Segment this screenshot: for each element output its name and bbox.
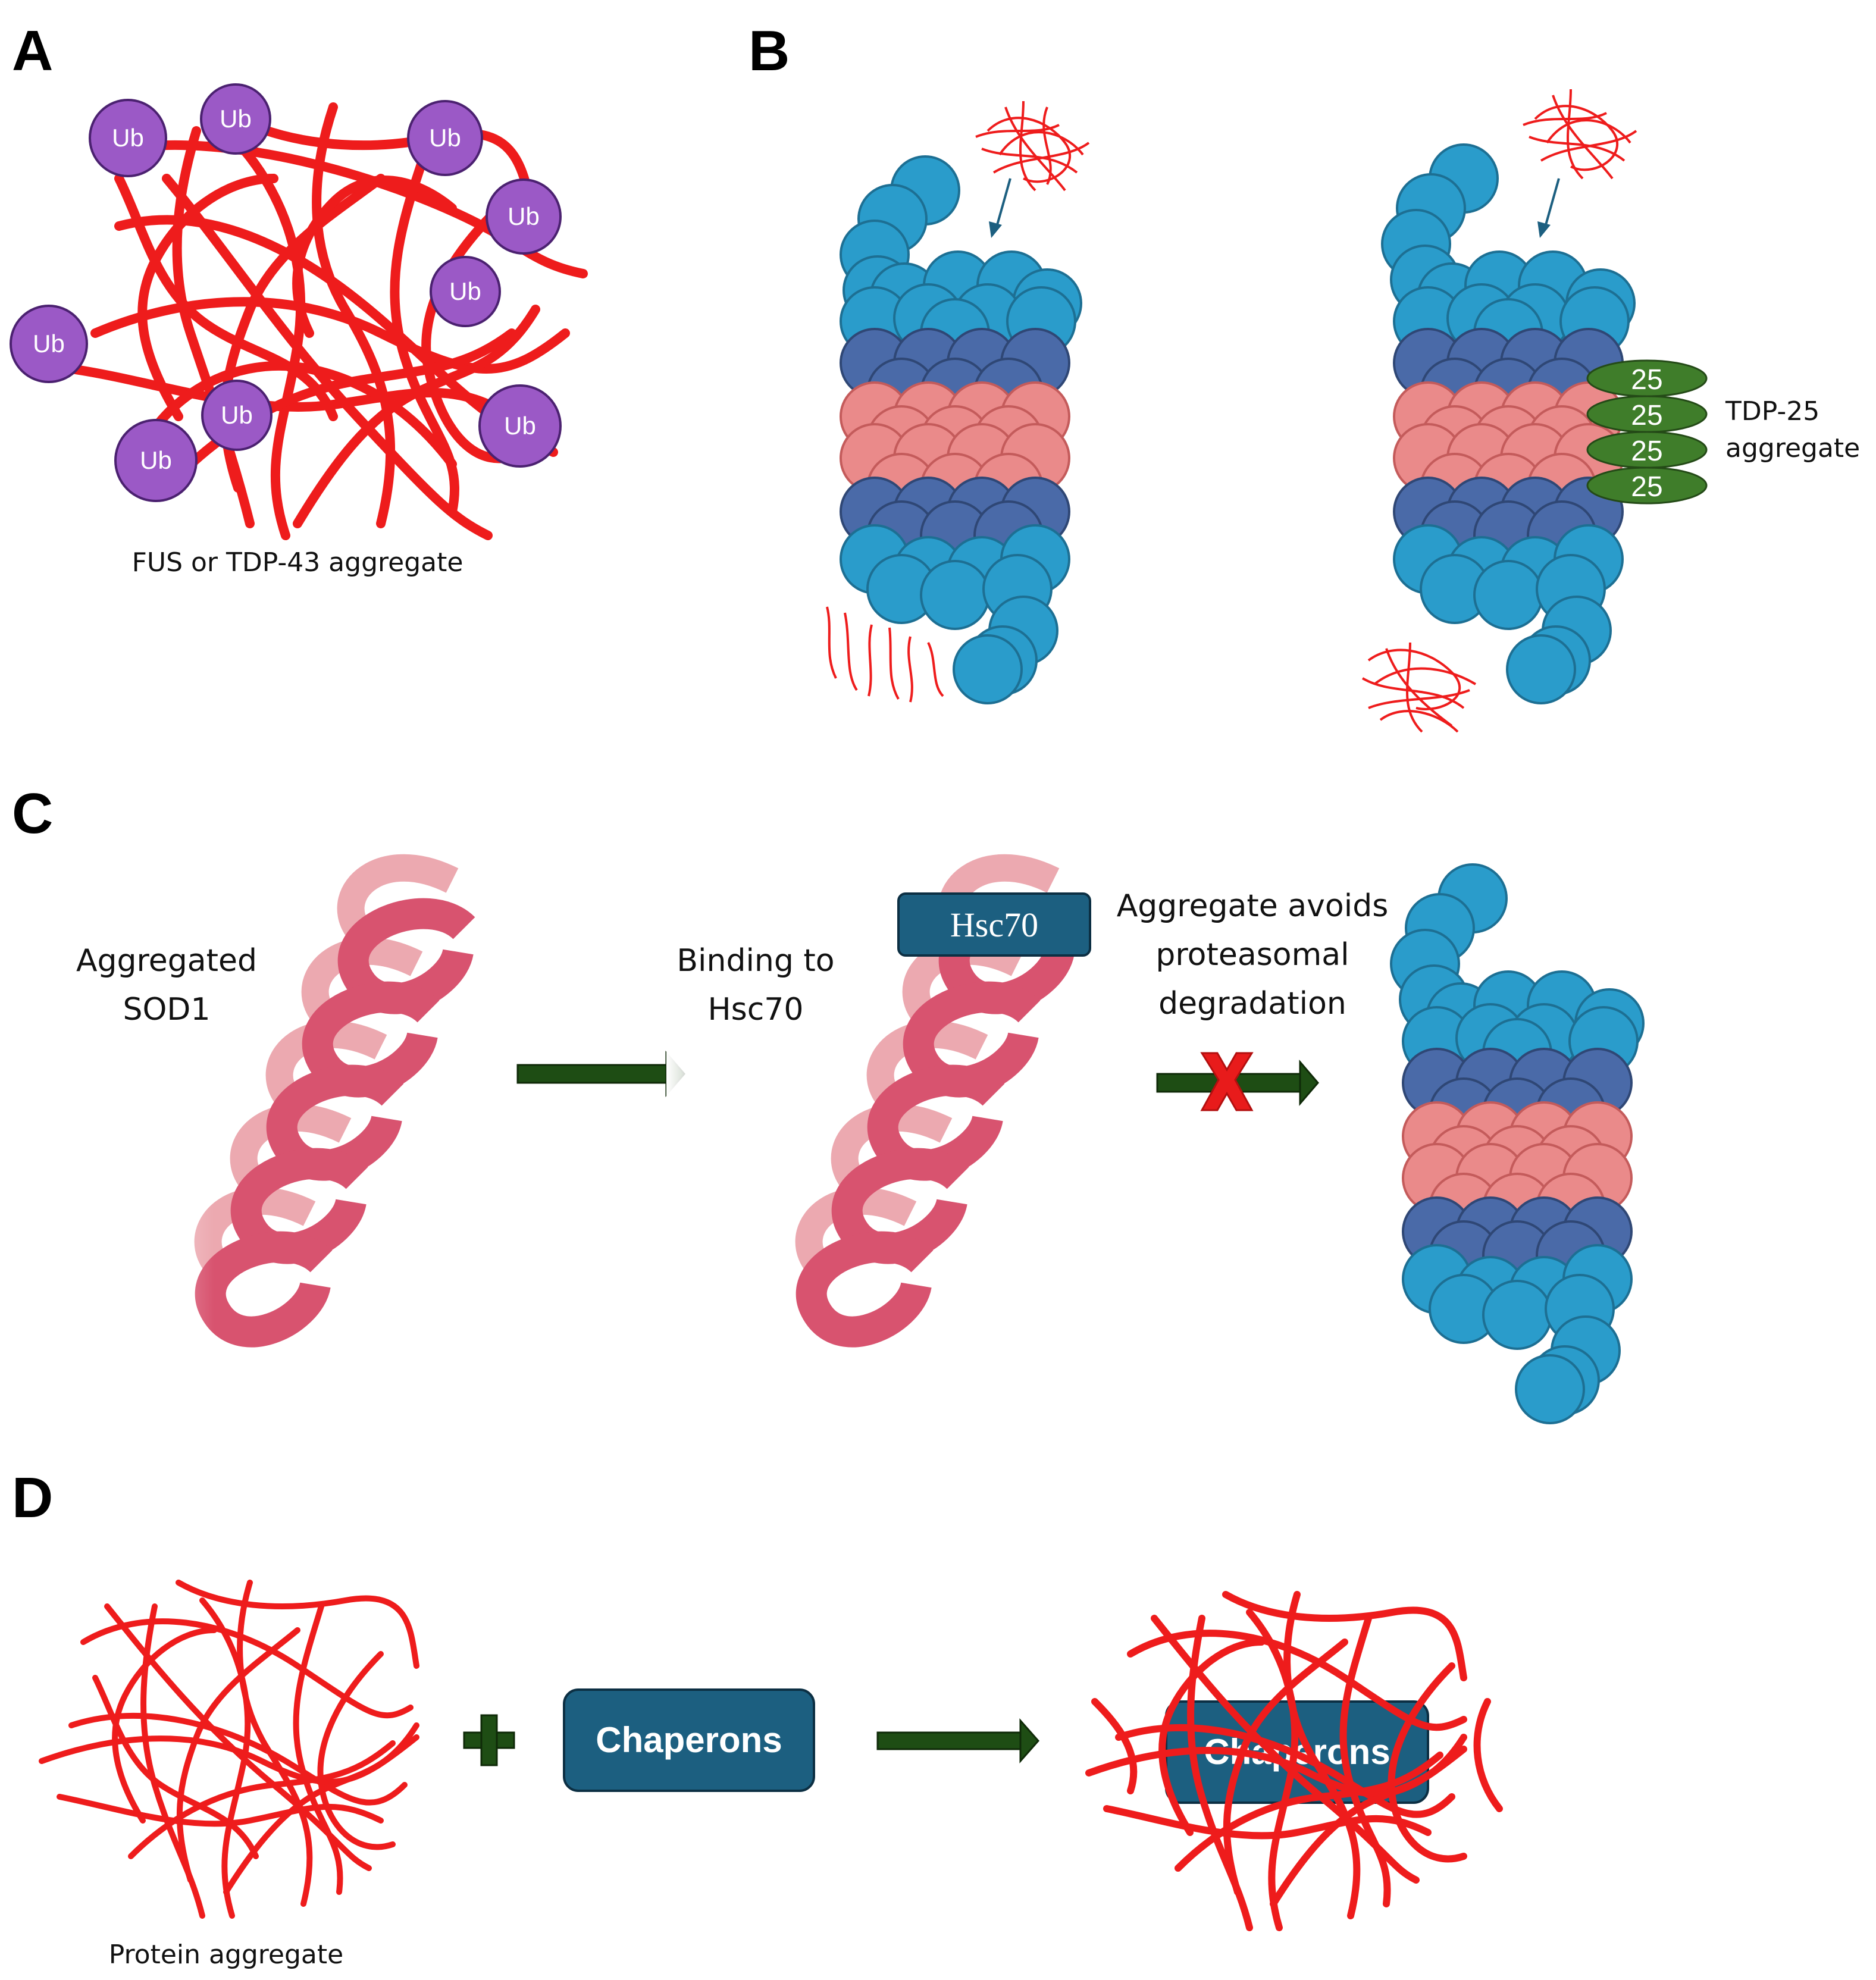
tdp25-label: 25 [1631,400,1662,431]
aggregate-wrapping-chaperons [1085,1591,1503,1931]
ub-tag: Ub [407,100,483,176]
ub-tag: Ub [430,256,501,327]
ub-label: Ub [449,277,481,305]
arrow-into-proteasome-right [1537,178,1560,238]
label-sod1: SOD1 [123,992,210,1027]
tdp25-label: 25 [1631,364,1662,396]
panel-letter-b: B [748,19,790,83]
arrow-step-1 [516,1050,685,1098]
label-hsc70: Hsc70 [708,992,804,1027]
chaperons-box: Chaperons [563,1688,815,1792]
panel-letter-c: C [12,782,53,845]
ub-label: Ub [140,446,172,474]
undegraded-aggregate [1361,642,1477,733]
label-proteasomal: proteasomal [1155,937,1349,973]
tdp25-disc: 25 [1586,466,1708,505]
ub-tag: Ub [486,178,562,255]
arrow-into-proteasome-left [989,178,1011,238]
tdp25-aggregate: 25 25 25 25 [1586,359,1708,505]
arrow-step-d [876,1718,1040,1763]
sod1-helix-aggregated [71,854,475,1348]
label-binding-to: Binding to [677,943,834,979]
ub-label: Ub [508,202,540,230]
ub-tag: Ub [200,83,271,155]
ub-label: Ub [33,330,65,358]
tdp25-disc: 25 [1586,431,1708,469]
hsc70-label: Hsc70 [950,906,1038,944]
proteasome-right [1381,143,1636,704]
tdp25-caption-line2: aggregate [1725,433,1860,463]
sod1-helix-hsc70-bound [666,854,1076,1348]
small-aggregate-entering [975,101,1090,192]
tdp25-disc: 25 [1586,395,1708,433]
ub-tag: Ub [114,419,198,502]
ub-tag: Ub [201,380,273,451]
panel-letter-d: D [12,1466,53,1530]
ub-label: Ub [221,401,253,429]
small-aggregate-entering-right [1523,89,1637,180]
label-aggregate-avoids: Aggregate avoids [1117,888,1389,924]
ub-label: Ub [112,124,144,152]
degraded-peptides [826,606,944,703]
hsc70-box: Hsc70 [897,892,1091,957]
blocked-cross-icon [1200,1052,1254,1111]
chaperons-label: Chaperons [596,1720,782,1760]
tdp25-label: 25 [1631,471,1662,503]
plus-icon [463,1714,515,1766]
ub-label: Ub [429,124,461,152]
ub-tag: Ub [10,305,88,383]
proteasome-left [840,155,1082,704]
label-aggregated: Aggregated [76,943,257,979]
fus-tdp43-aggregate [67,102,588,540]
tdp25-caption-line1: TDP-25 [1725,396,1819,427]
protein-aggregate [39,1580,419,1919]
tdp25-label: 25 [1631,436,1662,467]
ub-label: Ub [504,412,536,440]
caption-fus-tdp43: FUS or TDP-43 aggregate [132,547,463,578]
ub-label: Ub [220,105,252,133]
ub-tag: Ub [89,99,167,177]
ubiquitin-tags: Ub Ub Ub Ub Ub Ub Ub Ub [10,83,562,502]
caption-protein-aggregate: Protein aggregate [109,1940,343,1970]
ub-tag: Ub [478,384,562,468]
proteasome-panel-c [1390,863,1645,1424]
label-degradation: degradation [1158,986,1346,1022]
panel-letter-a: A [12,19,53,83]
tdp25-disc: 25 [1586,359,1708,397]
